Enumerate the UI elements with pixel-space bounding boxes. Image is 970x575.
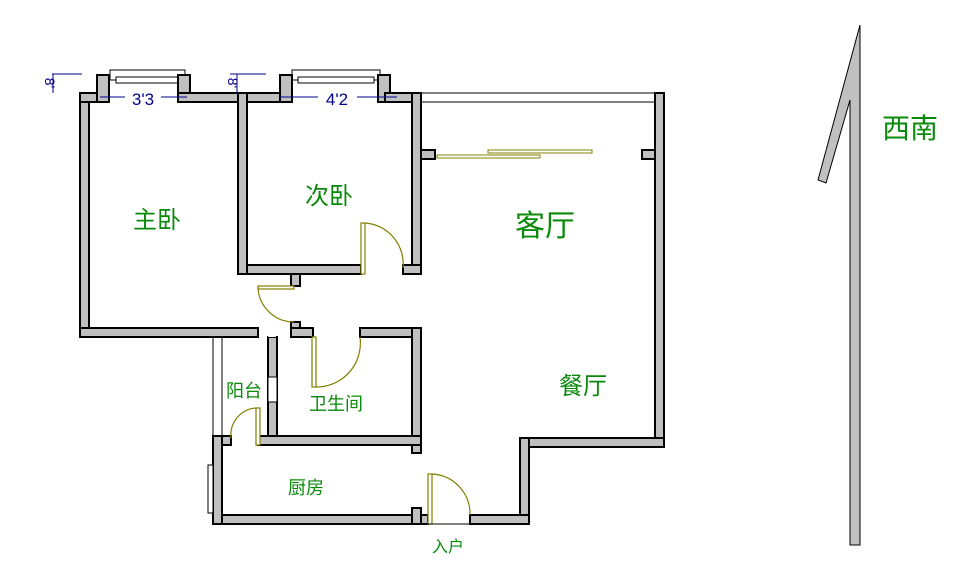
dimension-lines (52, 73, 397, 98)
door-master-bedroom[interactable] (257, 285, 295, 323)
sliding-door[interactable] (436, 149, 593, 159)
compass-direction-label: 西南 (882, 112, 938, 145)
height-marker: 8' (42, 78, 58, 88)
room-label-bathroom: 卫生间 (309, 394, 363, 415)
walls (79, 74, 665, 525)
door-entrance[interactable] (427, 473, 471, 525)
room-label-living-room: 客厅 (515, 209, 575, 244)
entrance-label: 入户 (432, 537, 464, 556)
door-balcony[interactable] (230, 407, 261, 446)
window-second (291, 69, 381, 84)
room-label-dining-room: 餐厅 (559, 372, 607, 400)
window-master-dimension: 3'3 (132, 90, 154, 109)
entry-arrow-icon (268, 328, 276, 337)
window-master (109, 69, 186, 84)
door-bathroom[interactable] (311, 336, 362, 388)
compass-arrow-icon (817, 24, 861, 546)
room-label-balcony: 阳台 (226, 381, 262, 402)
door-second-bedroom[interactable] (360, 222, 404, 275)
window-second-dimension: 4'2 (326, 90, 348, 109)
room-label-master-bedroom: 主卧 (133, 206, 181, 234)
room-label-second-bedroom: 次卧 (305, 182, 353, 210)
room-label-kitchen: 厨房 (288, 478, 324, 499)
thin-lines (207, 92, 655, 514)
height-marker: 8' (225, 78, 241, 88)
